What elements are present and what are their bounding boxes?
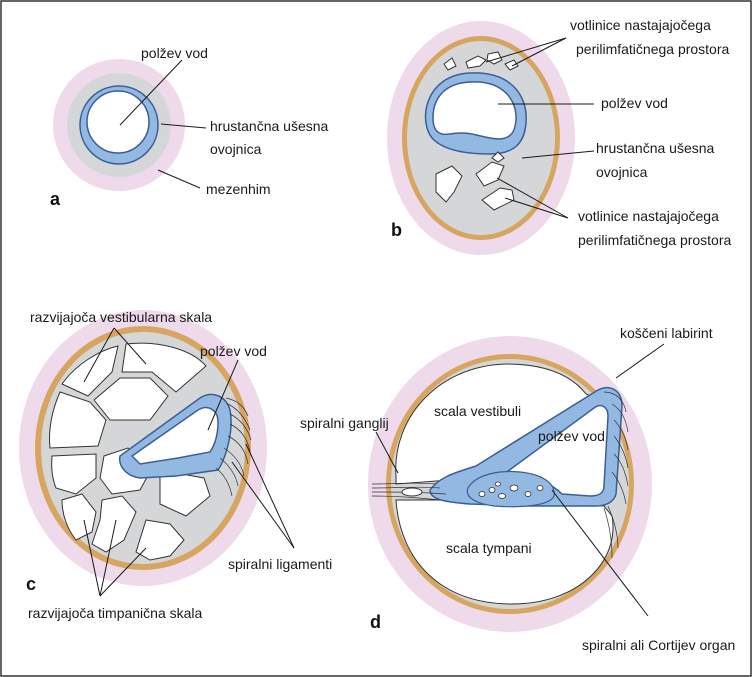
panel-c-label-ligaments: spiralni ligamenti (228, 556, 332, 572)
panel-d-label-scala-tympani: scala tympani (446, 540, 532, 556)
panel-a-label-mesenchyme: mezenhim (206, 181, 271, 197)
panel-a-label-capsule-1: hrustančna ušesna (210, 118, 329, 134)
panel-b-label-cavities-bottom-1: votlinice nastajajočega (578, 208, 719, 224)
panel-b-label-cavities-bottom-2: perilimfatičnega prostora (578, 232, 732, 248)
panel-a-duct-lumen (87, 91, 149, 153)
panel-d-ganglion (402, 488, 422, 496)
panel-a-label-capsule-2: ovojnica (210, 141, 262, 157)
panel-c-label-duct: polžev vod (200, 343, 267, 359)
panel-b-label-capsule-1: hrustančna ušesna (596, 140, 715, 156)
panel-d-label-duct: polžev vod (538, 428, 605, 444)
panel-b-label-capsule-2: ovojnica (596, 164, 648, 180)
panel-c-letter: c (26, 574, 36, 594)
panel-d-letter: d (370, 612, 381, 632)
panel-b-label-duct: polžev vod (601, 95, 668, 111)
panel-b-label-cavities-top-2: perilimfatičnega prostora (576, 41, 730, 57)
panel-b-label-cavities-top-1: votlinice nastajajočega (570, 17, 711, 33)
panel-d-label-ganglion: spiralni ganglij (300, 415, 389, 431)
panel-d-label-scala-vestibuli: scala vestibuli (434, 403, 521, 419)
panel-d-label-organ: spiralni ali Cortijev organ (582, 637, 735, 653)
panel-d-label-bony-labyrinth: koščeni labirint (620, 325, 713, 341)
panel-a-letter: a (50, 189, 61, 209)
panel-b-letter: b (391, 220, 402, 240)
panel-c-label-tympanic: razvijajoča timpanična skala (28, 605, 203, 621)
panel-b-duct-lumen (433, 82, 516, 139)
panel-a-label-duct: polžev vod (141, 45, 208, 61)
panel-c-label-vestibular: razvijajoča vestibularna skala (30, 309, 212, 325)
